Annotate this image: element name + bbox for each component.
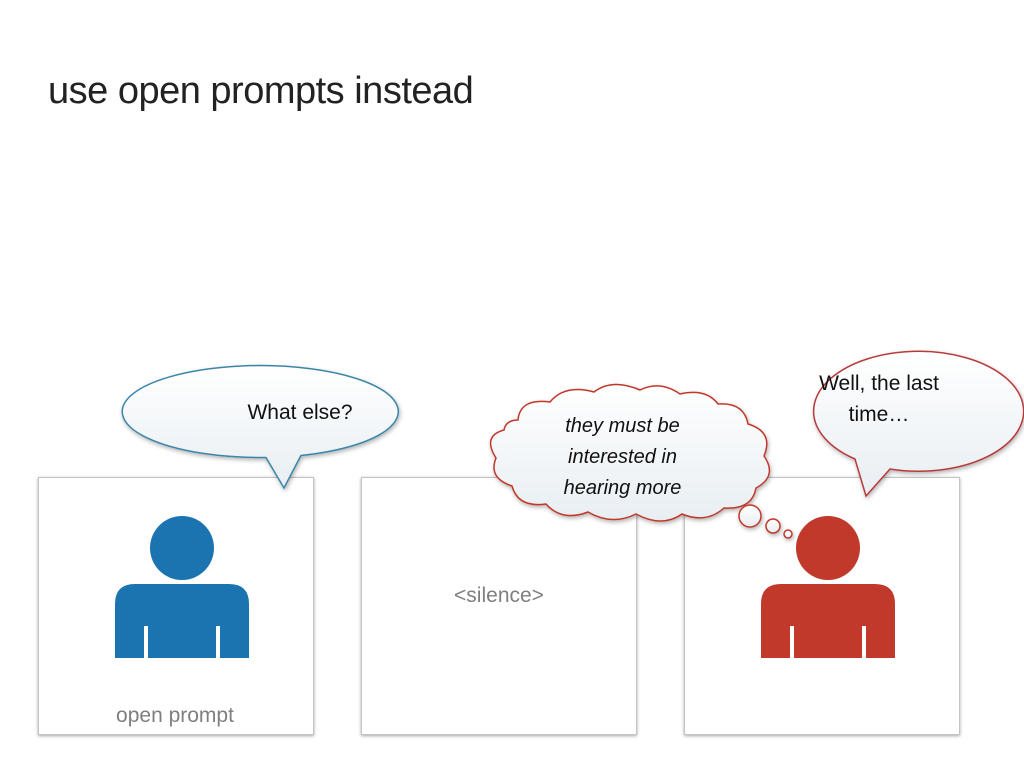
person-icon-red [761, 516, 895, 658]
person-head [150, 516, 214, 580]
thought-line: hearing more [563, 477, 682, 499]
person-body [115, 584, 249, 658]
panel-caption: <silence> [454, 584, 544, 607]
speech-text-red: Well, the last time… [780, 368, 978, 430]
thought-bubble [489, 383, 793, 539]
panel-silence: <silence> [361, 477, 637, 735]
panel-open-prompt: open prompt [38, 477, 314, 735]
person-icon-blue [115, 516, 249, 658]
panel-response [684, 477, 960, 735]
speech-line: Well, the last [819, 372, 939, 395]
thought-line: they must be [565, 415, 680, 437]
thought-dot [783, 529, 793, 539]
slide-title: use open prompts instead [48, 70, 474, 112]
person-head [796, 516, 860, 580]
speech-bubble-red [812, 350, 1024, 498]
thought-line: interested in [568, 446, 677, 468]
speech-bubble-blue [121, 364, 400, 490]
thought-text: they must be interested in hearing more [530, 411, 715, 504]
speech-text-blue: What else? [247, 401, 353, 424]
thought-dot [738, 504, 762, 528]
speech-line: time… [848, 403, 910, 426]
thought-dot [765, 518, 781, 534]
panel-caption: open prompt [116, 704, 234, 727]
person-body [761, 584, 895, 658]
